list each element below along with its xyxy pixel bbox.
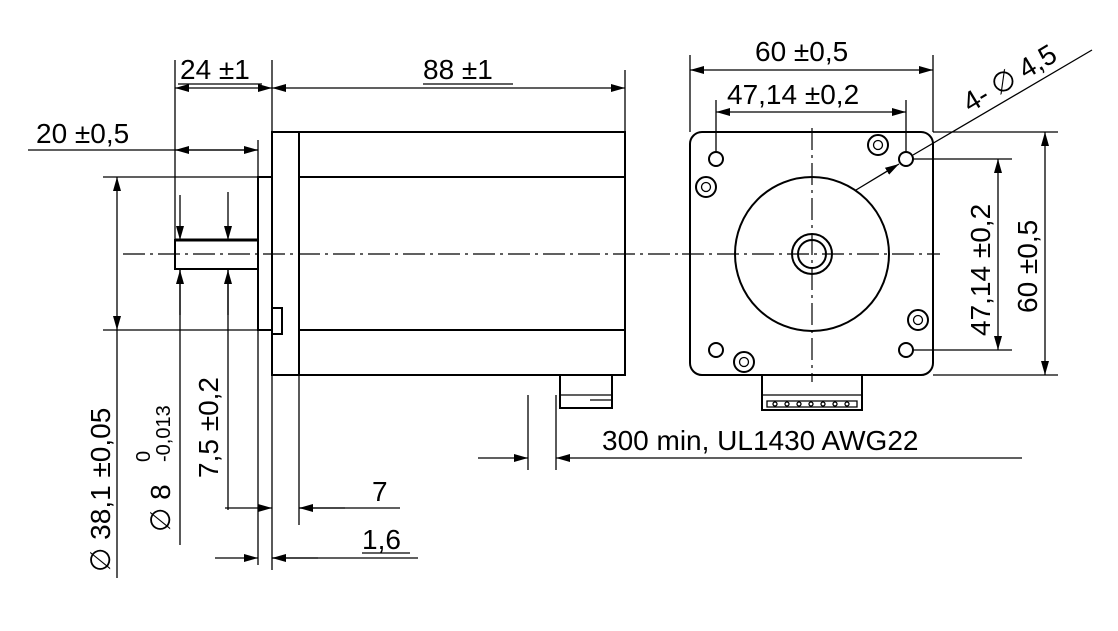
dim-flange-height: 60 ±0,5: [1012, 220, 1043, 313]
screw-right-bottom-inner: [912, 314, 924, 326]
screw-right-top-inner: [872, 139, 884, 151]
dim-shaft-diameter: ∅ 8: [145, 484, 176, 532]
mount-hole-tl: [708, 151, 724, 167]
dim-hole-spacing-vertical: 47,14 ±0,2: [965, 204, 996, 336]
dim-flat-length: 20 ±0,5: [36, 118, 129, 149]
dim-shaft-length: 24 ±1: [180, 54, 250, 85]
screw-left-bottom: [733, 351, 755, 373]
screw-right-bottom: [907, 309, 929, 331]
screw-right-top: [867, 134, 889, 156]
leader-mount-holes-inner: [855, 163, 900, 191]
dim-hole-spacing: 47,14 ±0,2: [727, 79, 859, 110]
dim-cable: 300 min, UL1430 AWG22: [602, 425, 918, 456]
connector-housing: [559, 375, 613, 409]
connector-pins: [766, 400, 858, 408]
screw-left-top: [695, 176, 717, 198]
mount-hole-tr: [898, 151, 914, 167]
side-view: 24 ±1 88 ±1 20 ±0,5 ∅ 38,1 ±0,05 ∅ 8 0 -…: [28, 54, 1022, 578]
screw-left-top-inner: [700, 181, 712, 193]
dim-flange-width: 60 ±0,5: [755, 36, 848, 67]
dim-shaft-tol-lower: -0,013: [153, 405, 175, 462]
dim-flat-depth: 7,5 ±0,2: [193, 377, 224, 478]
mount-hole-br: [898, 342, 914, 358]
dim-shaft-tol-upper: 0: [133, 451, 155, 462]
dim-mounting-holes: 4- ∅ 4,5: [957, 38, 1062, 118]
pilot-step: [271, 307, 283, 335]
dim-pilot-diameter: ∅ 38,1 ±0,05: [85, 408, 116, 572]
mount-hole-bl: [708, 342, 724, 358]
screw-left-bottom-inner: [738, 356, 750, 368]
dim-flange-thickness: 7: [372, 476, 388, 507]
dim-pilot-depth: 1,6: [362, 524, 401, 555]
front-view: 60 ±0,5 47,14 ±0,2 47,14 ±0,2 60 ±0,5 4-…: [682, 36, 1093, 411]
leader-mount-holes-outer: [912, 49, 1093, 156]
connector-pin-marks: [772, 401, 850, 407]
dim-body-length: 88 ±1: [423, 54, 493, 85]
